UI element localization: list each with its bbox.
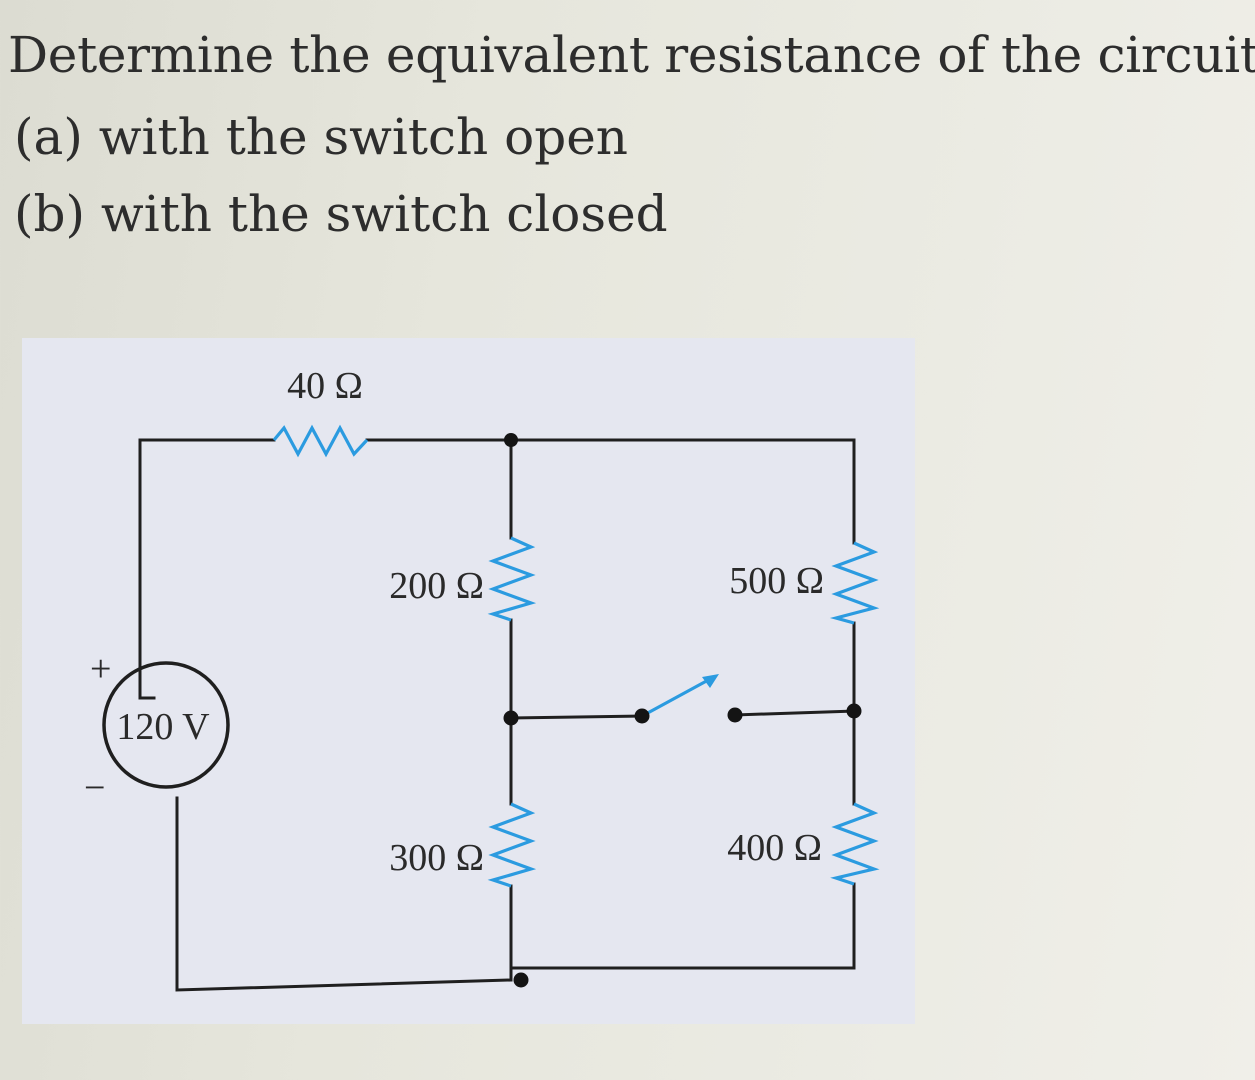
resistor-200-ohm bbox=[487, 536, 537, 622]
wire-top-right bbox=[365, 438, 856, 545]
voltage-source-label: 120 V bbox=[116, 706, 210, 748]
wire-switch-right bbox=[733, 709, 856, 717]
resistor-500-ohm bbox=[829, 541, 880, 625]
problem-part-b: (b) with the switch closed bbox=[14, 185, 668, 243]
circuit-wires bbox=[138, 438, 856, 992]
problem-part-a: (a) with the switch open bbox=[14, 108, 629, 166]
resistor-40-ohm bbox=[272, 424, 369, 458]
label-300-ohm: 300 Ω bbox=[389, 837, 484, 879]
source-plus-sign: + bbox=[90, 648, 111, 690]
circuit-diagram: 120 V + − 40 Ω 200 Ω 500 Ω 300 Ω 400 Ω bbox=[84, 365, 880, 992]
label-40-ohm: 40 Ω bbox=[287, 365, 363, 407]
switch-blade bbox=[643, 676, 713, 717]
switch-terminal-left bbox=[634, 708, 650, 724]
switch-arrow-icon bbox=[702, 674, 719, 688]
resistor-300-ohm bbox=[487, 802, 537, 888]
switch-terminal-right bbox=[727, 707, 743, 723]
node-bottom-middle bbox=[513, 972, 529, 988]
wire-left-top bbox=[138, 438, 276, 700]
problem-title: Determine the equivalent resistance of t… bbox=[8, 26, 1255, 84]
wire-bottom-left bbox=[175, 796, 513, 992]
circuit-figure-panel: 120 V + − 40 Ω 200 Ω 500 Ω 300 Ω 400 Ω bbox=[22, 338, 915, 1024]
node-middle-left bbox=[503, 710, 519, 726]
resistor-400-ohm bbox=[830, 802, 880, 886]
label-500-ohm: 500 Ω bbox=[729, 560, 824, 602]
node-top-middle bbox=[504, 433, 518, 447]
voltage-source-circle bbox=[102, 661, 230, 789]
wire-right-bottom bbox=[509, 882, 856, 970]
node-middle-right bbox=[846, 703, 862, 719]
circuit-nodes bbox=[503, 433, 862, 988]
wire-switch-left bbox=[509, 714, 644, 720]
source-minus-sign: − bbox=[84, 767, 105, 809]
label-200-ohm: 200 Ω bbox=[389, 565, 484, 607]
label-400-ohm: 400 Ω bbox=[727, 827, 822, 869]
